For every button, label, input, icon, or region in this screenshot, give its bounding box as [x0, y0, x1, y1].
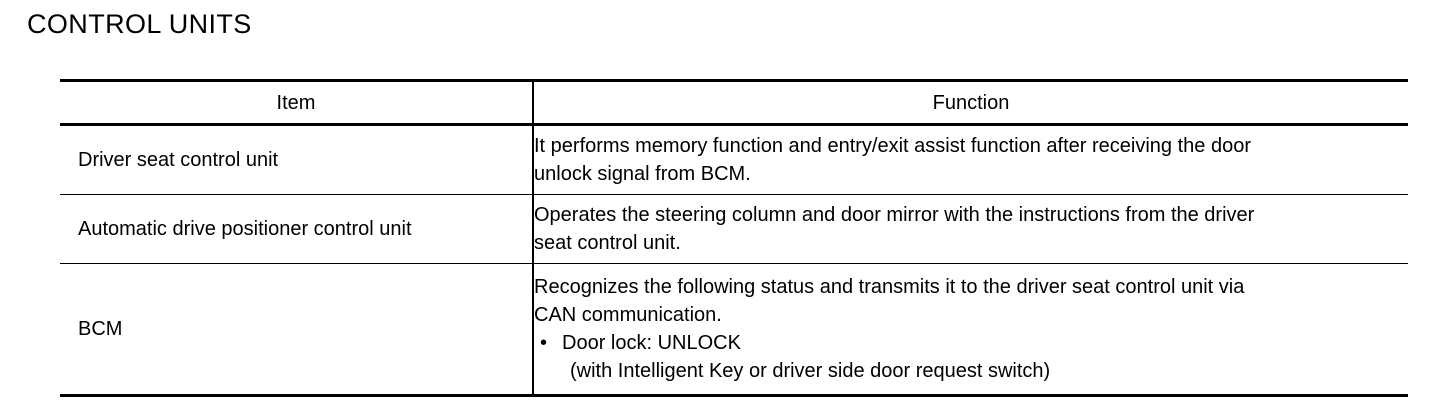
function-line: unlock signal from BCM.: [534, 163, 751, 185]
table-bottom-border: [60, 394, 1408, 397]
rule-thin: [60, 263, 1408, 264]
function-text-block: Recognizes the following status and tran…: [534, 272, 1408, 386]
function-text-block: It performs memory function and entry/ex…: [534, 131, 1408, 189]
rule-thin: [60, 194, 1408, 195]
function-line: CAN communication.: [534, 304, 722, 326]
function-line: Recognizes the following status and tran…: [534, 276, 1245, 298]
item-label: Driver seat control unit: [78, 149, 279, 171]
table-top-border: [60, 79, 1408, 82]
bullet-text: Door lock: UNLOCK: [562, 332, 741, 354]
header-cell-item: Item: [60, 82, 534, 123]
item-label: Automatic drive positioner control unit: [78, 218, 412, 240]
function-text-block: Operates the steering column and door mi…: [534, 200, 1408, 258]
row-item-cell: BCM: [60, 264, 534, 394]
list-item: • Door lock: UNLOCK (with Intelligent Ke…: [534, 329, 1408, 385]
function-line: seat control unit.: [534, 232, 681, 254]
header-bottom-border: [60, 123, 1408, 126]
header-cell-function: Function: [533, 82, 1408, 123]
column-header-item: Item: [276, 91, 316, 114]
rule-thick: [60, 79, 1408, 82]
control-units-table: Item Function Driver seat control unit: [60, 79, 1408, 397]
table-row: Driver seat control unit It performs mem…: [60, 126, 1408, 194]
bullet-subtext: (with Intelligent Key or driver side doo…: [570, 360, 1051, 382]
table-row: Automatic drive positioner control unit …: [60, 195, 1408, 263]
function-bullet-list: • Door lock: UNLOCK (with Intelligent Ke…: [534, 329, 1408, 385]
row-divider: [60, 263, 1408, 264]
row-function-cell: Recognizes the following status and tran…: [533, 264, 1408, 394]
row-item-cell: Driver seat control unit: [60, 126, 534, 194]
bullet-icon: •: [540, 332, 548, 354]
table-header-row: Item Function: [60, 82, 1408, 123]
row-function-cell: Operates the steering column and door mi…: [533, 195, 1408, 263]
function-line: It performs memory function and entry/ex…: [534, 135, 1251, 157]
column-header-function: Function: [932, 91, 1010, 114]
row-item-cell: Automatic drive positioner control unit: [60, 195, 534, 263]
table-row: BCM Recognizes the following status and …: [60, 264, 1408, 394]
rule-thick: [60, 394, 1408, 397]
rule-thick: [60, 123, 1408, 126]
row-divider: [60, 194, 1408, 195]
item-label: BCM: [78, 318, 123, 340]
row-function-cell: It performs memory function and entry/ex…: [533, 126, 1408, 194]
page-title: CONTROL UNITS: [27, 9, 252, 39]
function-line: Operates the steering column and door mi…: [534, 204, 1255, 226]
